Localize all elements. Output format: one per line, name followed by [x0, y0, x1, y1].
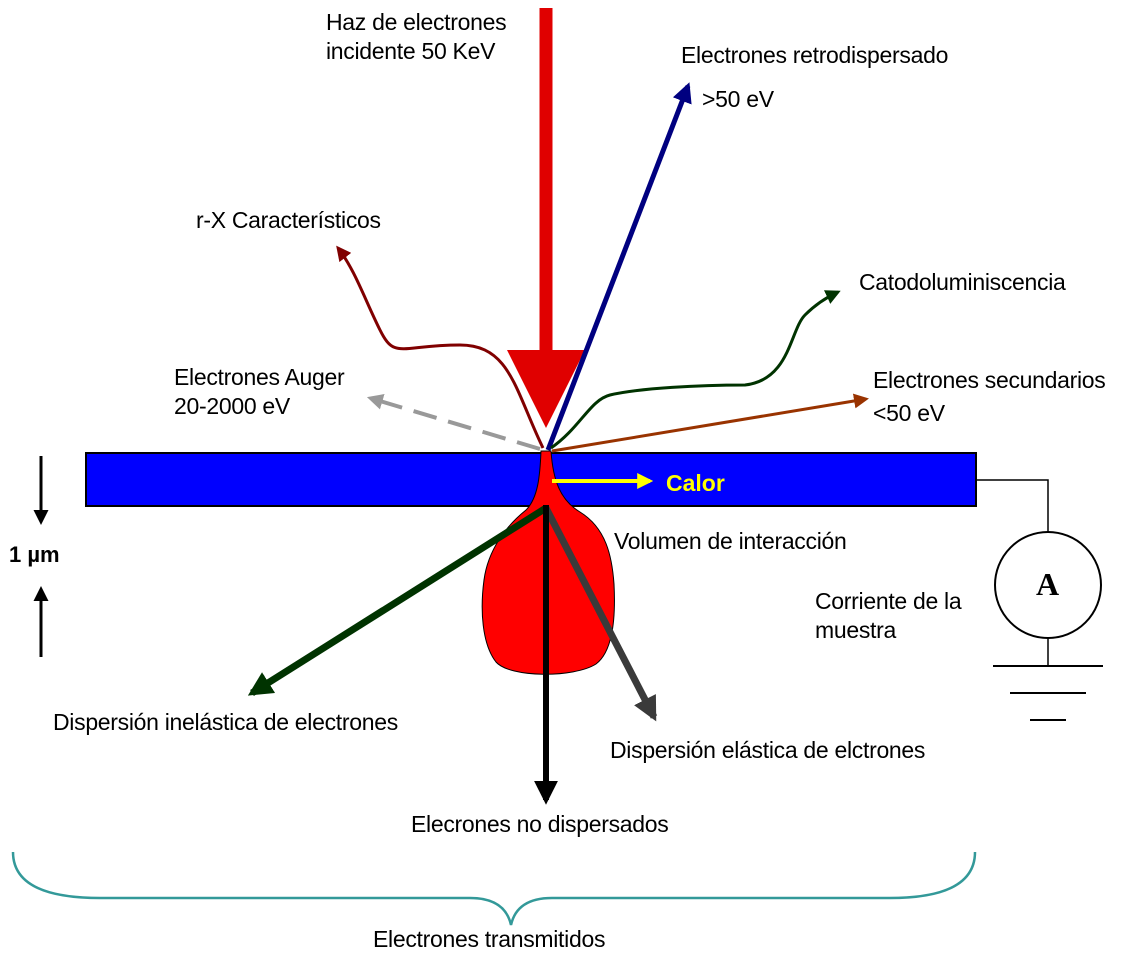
- thickness-label: 1 µm: [9, 542, 60, 567]
- backscattered-label: Electrones retrodispersado: [681, 42, 949, 68]
- sample-current-label: Corriente de la muestra: [815, 588, 962, 643]
- interaction-volume-label: Volumen de interacción: [614, 528, 847, 554]
- transmitted-label: Electrones transmitidos: [373, 926, 606, 952]
- specimen-bar: [85, 452, 977, 507]
- sample-current-wire: [976, 479, 1049, 536]
- secondary-arrow: [551, 393, 869, 453]
- secondary-label: Electrones secundarios: [873, 367, 1106, 393]
- backscattered-energy-label: >50 eV: [702, 86, 774, 112]
- unscattered-label: Elecrones no dispersados: [411, 811, 669, 837]
- elastic-label: Dispersión elástica de elctrones: [610, 737, 926, 763]
- xray-label: r-X Característicos: [196, 207, 381, 233]
- backscattered-arrow: [545, 82, 692, 451]
- xray-arrow: [336, 245, 545, 449]
- cathodoluminescence-arrow: [550, 290, 841, 450]
- elastic-arrow: [542, 506, 658, 722]
- cathodoluminescence-label: Catodoluminiscencia: [859, 269, 1066, 295]
- incident-beam-label: Haz de electrones incidente 50 KeV: [326, 9, 507, 64]
- secondary-energy-label: <50 eV: [873, 400, 945, 426]
- auger-arrow: [366, 394, 541, 451]
- auger-label: Electrones Auger 20-2000 eV: [174, 364, 345, 419]
- inelastic-label: Dispersión inelástica de electrones: [53, 709, 398, 735]
- transmitted-brace: [11, 851, 977, 926]
- heat-label: Calor: [666, 470, 725, 496]
- inelastic-arrow: [247, 505, 548, 696]
- ammeter-symbol: A: [1036, 566, 1060, 602]
